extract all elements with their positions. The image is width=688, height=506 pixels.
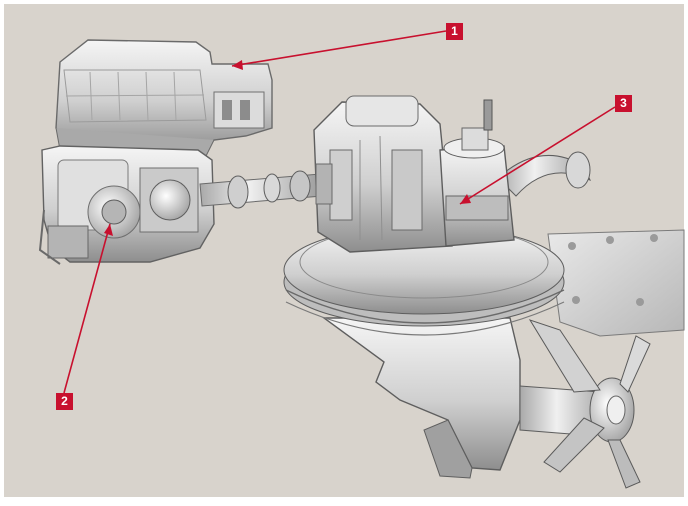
- gearbox: [313, 95, 453, 253]
- callout-badge-2: 2: [56, 393, 73, 410]
- transom-plate: [547, 229, 685, 337]
- leader-lines: [63, 30, 616, 394]
- arrowhead-3: [460, 194, 471, 204]
- leader-line-2: [63, 223, 111, 394]
- leader-line-3: [459, 106, 616, 205]
- propeller: [528, 319, 651, 489]
- arrowhead-1: [232, 60, 243, 70]
- intake-housing: [55, 39, 273, 163]
- callout-badge-3: 3: [615, 95, 632, 112]
- leader-line-1: [231, 30, 447, 67]
- drive-shaft: [199, 170, 323, 209]
- motor-block: [38, 145, 215, 265]
- callout-badge-1: 1: [446, 23, 463, 40]
- arrowhead-2: [104, 224, 113, 236]
